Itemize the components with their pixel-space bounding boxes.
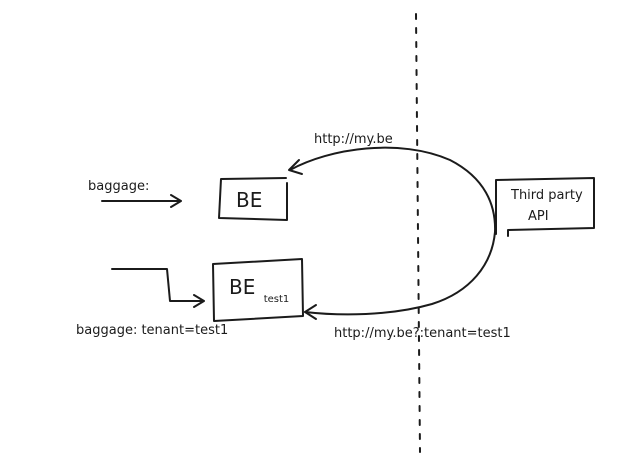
boundary-divider (415, 13, 421, 453)
third-party-line1: Third party (510, 188, 583, 203)
incoming-request-arrow (111, 268, 205, 308)
be-test-node: BE test1 (212, 258, 304, 322)
be-test-node-label: BE test1 (229, 275, 289, 305)
be-test-main-label: BE (229, 275, 255, 299)
arrowhead-to-be-test (304, 304, 317, 320)
baggage-top-label: baggage: (88, 179, 149, 194)
be-test-box-outline (212, 258, 304, 322)
top-url-label: http://my.be (314, 132, 393, 147)
be-node: BE (218, 177, 288, 221)
routing-loop (289, 146, 497, 316)
be-test-subscript: test1 (264, 294, 290, 305)
be-box-outline (218, 177, 288, 221)
baggage-bottom-label: baggage: tenant=test1 (76, 323, 228, 338)
third-party-line2: API (528, 209, 549, 224)
baggage-top-arrow (101, 194, 182, 208)
third-party-box-outline (495, 177, 595, 237)
be-node-label: BE (236, 188, 262, 212)
bottom-url-label: http://my.be?:tenant=test1 (334, 326, 511, 341)
third-party-api-node: Third party API (495, 177, 595, 237)
baggage-top-group: baggage: (88, 179, 182, 208)
arrowhead-to-be (288, 159, 303, 175)
